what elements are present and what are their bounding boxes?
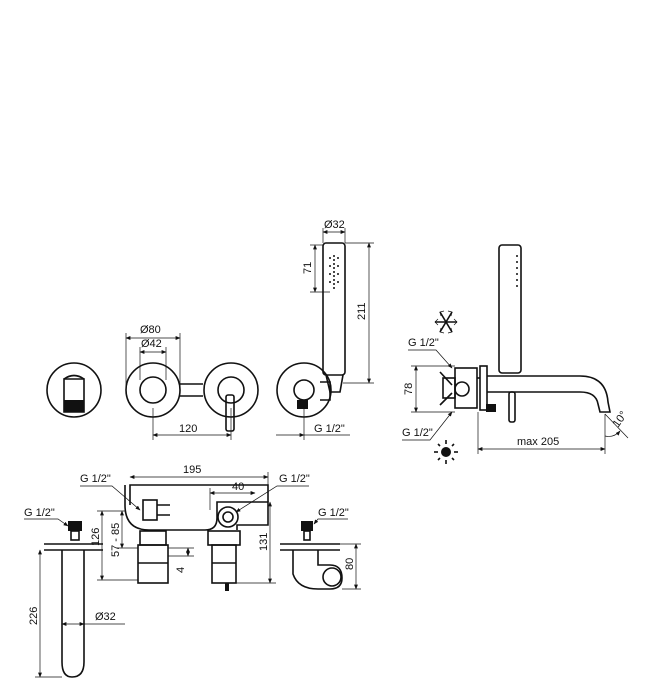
side-view: G 1/2" G 1/2" 78 max 205 10° — [402, 244, 630, 464]
bottom-w40: 40 — [232, 481, 244, 493]
mixer-body-bottom — [124, 484, 269, 591]
bottom-thread-right: G 1/2" — [318, 507, 349, 519]
mixer-front — [125, 362, 259, 432]
dim-h211: 211 — [356, 302, 368, 320]
hand-shower-front — [322, 242, 346, 393]
bottom-h226: 226 — [28, 607, 40, 625]
bottom-h126: 126 — [90, 528, 102, 546]
snowflake-icon — [434, 310, 458, 334]
spout-front — [46, 362, 102, 418]
dim-shower-d32: Ø32 — [324, 219, 345, 231]
side-reach: max 205 — [517, 436, 559, 448]
dim-thread-front: G 1/2" — [314, 423, 345, 435]
dim-d42: Ø42 — [141, 338, 162, 350]
hand-shower-side — [498, 244, 522, 374]
dimensions-bottom: G 1/2" G 1/2" G 1/2" G 1/2" 195 40 126 — [24, 464, 361, 678]
side-thread-top: G 1/2" — [408, 337, 439, 349]
bottom-thread-center-right: G 1/2" — [279, 473, 310, 485]
side-h78: 78 — [403, 383, 415, 395]
bottom-h57-85: 57 - 85 — [110, 523, 122, 557]
dim-d80: Ø80 — [140, 324, 161, 336]
bottom-h80: 80 — [344, 558, 356, 570]
bottom-w195: 195 — [183, 464, 201, 476]
sun-icon — [434, 440, 458, 464]
dimensions-side: G 1/2" G 1/2" 78 max 205 10° — [402, 337, 630, 454]
bottom-thread-center-left: G 1/2" — [80, 473, 111, 485]
holder-bottom — [280, 521, 343, 590]
wall-rosette — [479, 365, 488, 411]
bottom-thread-left: G 1/2" — [24, 507, 55, 519]
bottom-d32: Ø32 — [95, 611, 116, 623]
bottom-h131: 131 — [258, 533, 270, 551]
dim-h71: 71 — [302, 262, 314, 274]
side-thread-bottom: G 1/2" — [402, 427, 433, 439]
spout-bottom — [44, 521, 103, 678]
front-view: Ø80 Ø42 120 Ø32 71 211 — [46, 219, 374, 440]
spout-side — [487, 375, 611, 413]
bottom-view: G 1/2" G 1/2" G 1/2" G 1/2" 195 40 126 — [24, 464, 361, 678]
handle-side — [508, 391, 516, 423]
dim-spacing: 120 — [179, 423, 197, 435]
mixer-body-side — [454, 367, 478, 409]
holder-side — [486, 404, 496, 412]
dimensions-front: Ø80 Ø42 120 Ø32 71 211 — [125, 219, 374, 440]
side-angle: 10° — [611, 409, 630, 430]
bottom-h4: 4 — [175, 567, 187, 573]
